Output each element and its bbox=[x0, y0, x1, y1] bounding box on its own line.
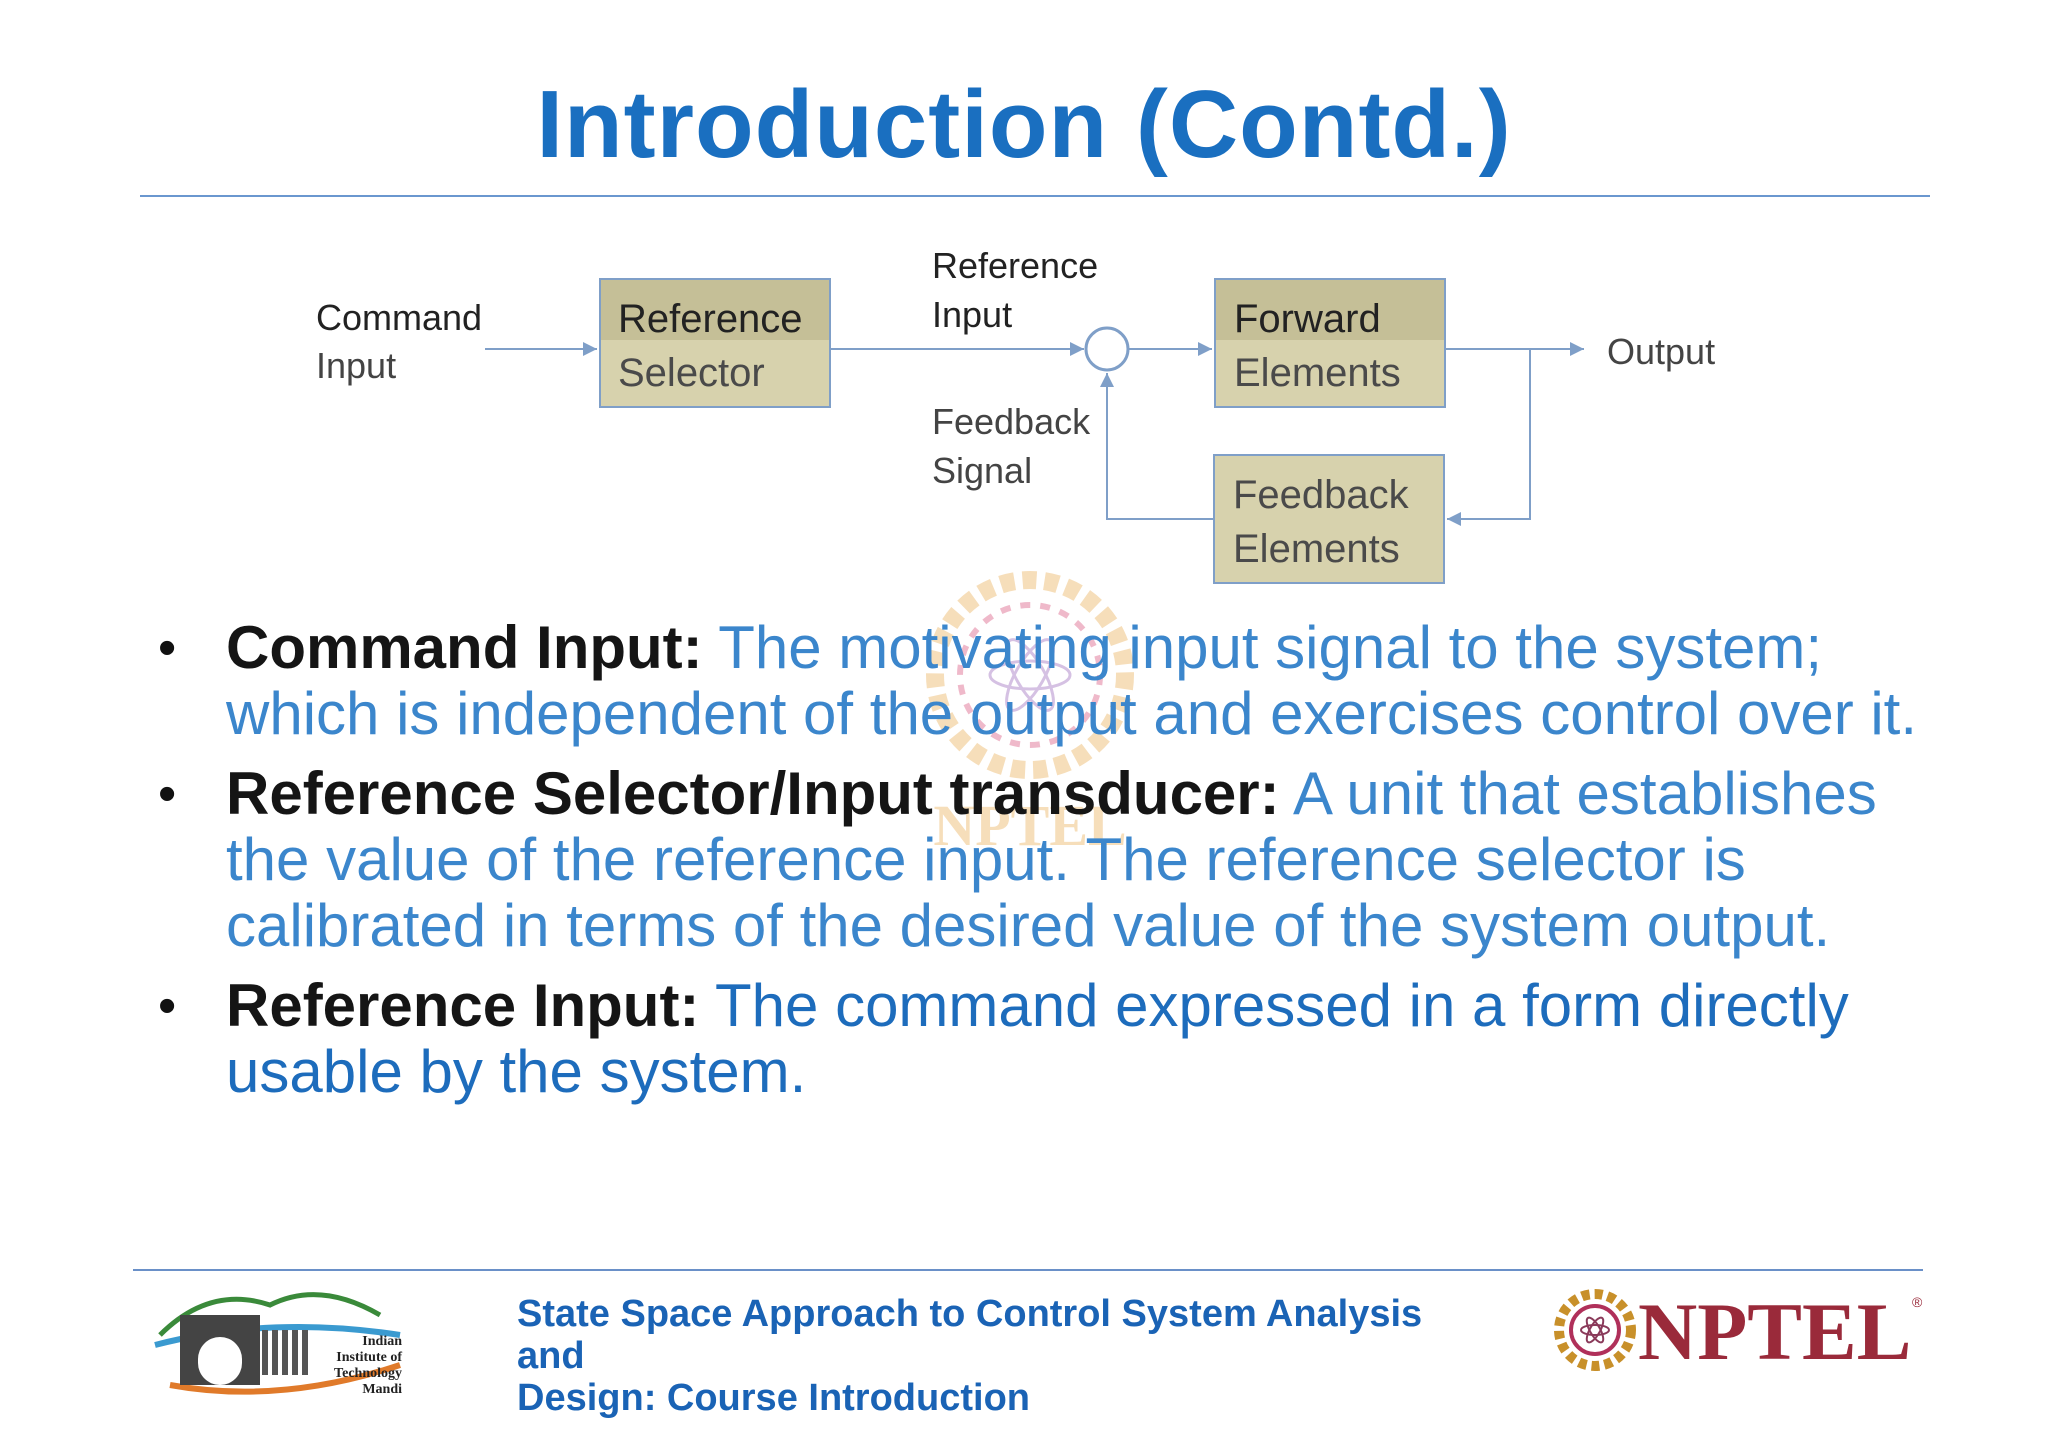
forward-elements-label-2: Elements bbox=[1234, 351, 1401, 395]
arrow-feedback-to-junction bbox=[1100, 373, 1213, 520]
logo-text-institute: Institute of bbox=[336, 1350, 402, 1365]
output-label: Output bbox=[1607, 331, 1715, 372]
footer-divider bbox=[133, 1269, 1923, 1271]
bullet-command-input: • Command Input: The motivating input si… bbox=[150, 615, 1950, 747]
command-input-label-2: Input bbox=[316, 345, 396, 386]
nptel-logo: NPTEL ® bbox=[1554, 1286, 1923, 1377]
watermark-text: NPTEL bbox=[933, 793, 1126, 855]
bullet-reference-selector: • Reference Selector/Input transducer: A… bbox=[150, 761, 1950, 959]
feedback-elements-label-2: Elements bbox=[1233, 527, 1400, 571]
logo-text-mandi: Mandi bbox=[362, 1382, 402, 1397]
footer-course-title: State Space Approach to Control System A… bbox=[517, 1293, 1497, 1419]
footer-course-title-line-1: State Space Approach to Control System A… bbox=[517, 1293, 1423, 1377]
forward-elements-label-1: Forward bbox=[1234, 297, 1381, 341]
feedback-signal-label-1: Feedback bbox=[932, 401, 1091, 442]
footer-course-title-line-2: Design: Course Introduction bbox=[517, 1377, 1030, 1419]
bullet-term: Command Input: bbox=[226, 614, 703, 681]
title-divider bbox=[140, 195, 1930, 197]
bullet-reference-input: • Reference Input: The command expressed… bbox=[150, 973, 1950, 1105]
iit-mandi-logo: Indian Institute of Technology Mandi bbox=[154, 1292, 402, 1397]
definition-list: • Command Input: The motivating input si… bbox=[150, 615, 1950, 1119]
nptel-watermark: NPTEL bbox=[926, 571, 1134, 855]
forward-elements-box: Forward Elements bbox=[1214, 278, 1446, 408]
block-diagram: Command Input Reference Selector Referen… bbox=[316, 245, 1715, 584]
reference-selector-label-2: Selector bbox=[618, 351, 765, 395]
reference-selector-box: Reference Selector bbox=[599, 278, 831, 408]
bullet-description: The command expressed in a form directly… bbox=[226, 972, 1849, 1105]
reference-input-label-1: Reference bbox=[932, 245, 1098, 286]
summing-junction bbox=[1084, 326, 1130, 372]
command-input-label-1: Command bbox=[316, 297, 482, 338]
reference-selector-label-1: Reference bbox=[618, 297, 803, 341]
feedback-elements-box: Feedback Elements bbox=[1213, 454, 1445, 584]
reference-input-label-2: Input bbox=[932, 294, 1012, 335]
bullet-description: A unit that establishes the value of the… bbox=[226, 760, 1877, 959]
bullet-dot-icon: • bbox=[158, 619, 177, 677]
bullet-term: Reference Input: bbox=[226, 972, 700, 1039]
feedback-signal-label-2: Signal bbox=[932, 450, 1032, 491]
logo-text-indian: Indian bbox=[362, 1334, 402, 1349]
registered-mark-icon: ® bbox=[1912, 1294, 1923, 1310]
bullet-dot-icon: • bbox=[158, 765, 177, 823]
slide-title: Introduction (Contd.) bbox=[536, 71, 1512, 178]
bullet-description: The motivating input signal to the syste… bbox=[226, 614, 1918, 747]
bullet-dot-icon: • bbox=[158, 977, 177, 1035]
bullet-term: Reference Selector/Input transducer: bbox=[226, 760, 1280, 827]
arrow-output-to-feedback bbox=[1447, 349, 1531, 526]
nptel-logo-text: NPTEL bbox=[1638, 1286, 1911, 1377]
logo-text-technology: Technology bbox=[334, 1366, 402, 1381]
feedback-elements-label-1: Feedback bbox=[1233, 473, 1410, 517]
